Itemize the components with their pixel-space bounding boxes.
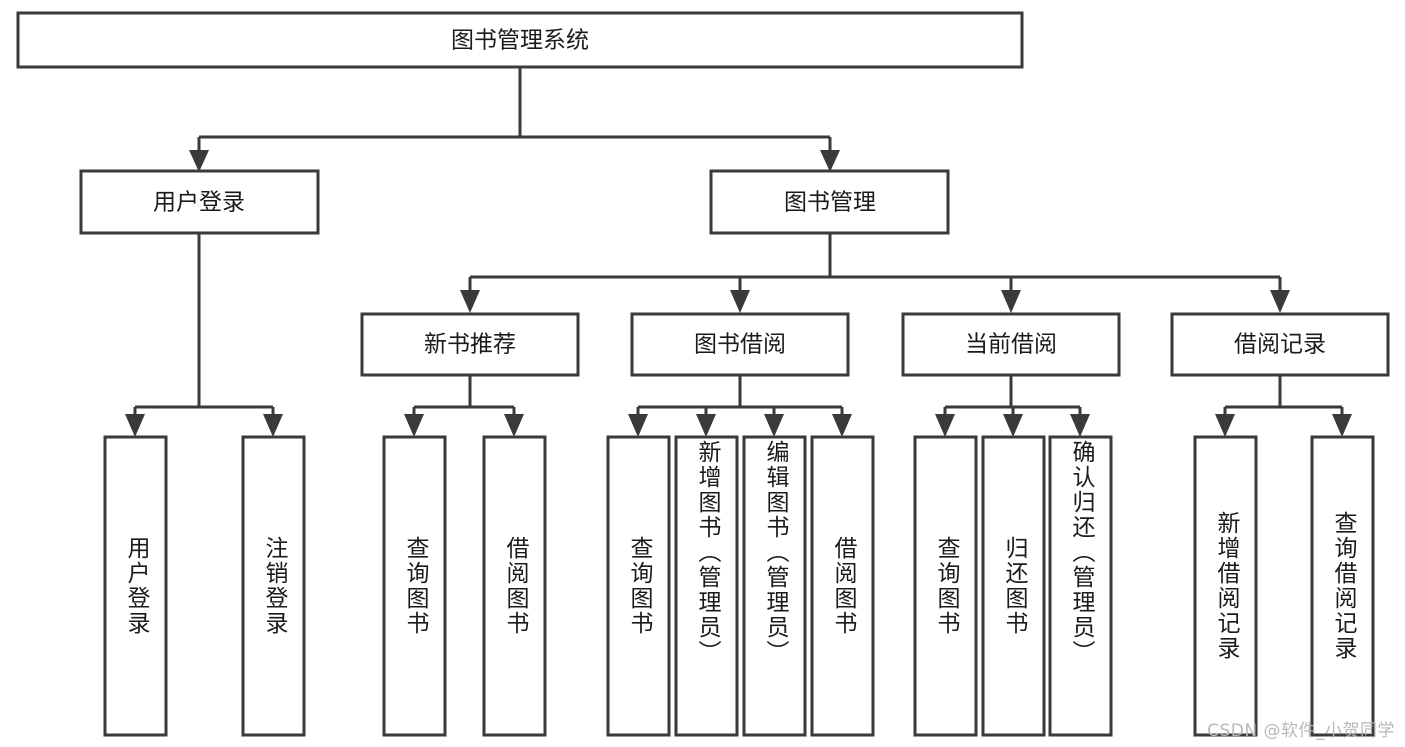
arrow-head-bb-leaf-1 — [696, 414, 716, 437]
connector-group-root — [189, 67, 840, 172]
node-book-borrow[interactable]: 图书借阅 — [630, 312, 850, 377]
leaf-label-br-1: 查询借阅记录 — [1330, 511, 1356, 661]
leaf-node-book-borrow-2[interactable] — [742, 435, 807, 737]
leaf-box-bb-0[interactable] — [606, 435, 671, 737]
node-root-box[interactable] — [16, 11, 1024, 69]
arrow-head-br-leaf-1 — [1332, 414, 1352, 437]
leaf-node-new-book-recommend-0[interactable] — [382, 435, 447, 737]
arrow-head-l2-2 — [1001, 290, 1021, 313]
leaf-box-user-login-1[interactable] — [241, 435, 306, 737]
leaf-label-bb-1: 新增图书（管理员） — [694, 440, 720, 665]
node-new-book-recommend-label: 新书推荐 — [424, 332, 516, 358]
node-new-book-recommend[interactable]: 新书推荐 — [360, 312, 580, 377]
node-new-book-recommend-box[interactable] — [360, 312, 580, 377]
arrow-head-l2-0 — [460, 290, 480, 313]
node-book-borrow-box[interactable] — [630, 312, 850, 377]
arrow-head-ul-leaf-0 — [125, 414, 145, 437]
node-borrow-record-label: 借阅记录 — [1234, 332, 1326, 358]
leaf-label-bb-0: 查询图书 — [626, 536, 652, 636]
node-current-borrow-label: 当前借阅 — [965, 332, 1057, 358]
arrow-head-l2-3 — [1270, 290, 1290, 313]
arrow-head-cb-leaf-2 — [1070, 414, 1090, 437]
node-current-borrow-box[interactable] — [901, 312, 1121, 377]
leaf-box-nbr-1[interactable] — [482, 435, 547, 737]
leaf-label-cb-0: 查询图书 — [933, 536, 959, 636]
connector-group-book-borrow — [628, 375, 852, 437]
node-borrow-record-box[interactable] — [1170, 312, 1390, 377]
node-root-label: 图书管理系统 — [451, 28, 589, 54]
node-user-login-label: 用户登录 — [153, 190, 245, 216]
leaf-box-br-0[interactable] — [1193, 435, 1258, 737]
leaf-label-bb-3: 借阅图书 — [830, 536, 856, 636]
arrow-head-cb-leaf-0 — [935, 414, 955, 437]
leaf-box-cb-2[interactable] — [1048, 435, 1113, 737]
leaf-node-current-borrow-2[interactable] — [1048, 435, 1113, 737]
arrow-head-nbr-leaf-0 — [404, 414, 424, 437]
leaf-box-user-login-0[interactable] — [103, 435, 168, 737]
node-current-borrow[interactable]: 当前借阅 — [901, 312, 1121, 377]
node-root-book-management-system[interactable]: 图书管理系统 — [16, 11, 1024, 69]
leaf-node-user-login-1[interactable] — [241, 435, 306, 737]
arrow-head-bb-leaf-2 — [764, 414, 784, 437]
node-book-borrow-label: 图书借阅 — [694, 332, 786, 358]
leaf-node-user-login-0[interactable] — [103, 435, 168, 737]
arrow-head-l2-1 — [730, 290, 750, 313]
node-book-management-label: 图书管理 — [784, 190, 876, 216]
leaf-box-bb-3[interactable] — [810, 435, 875, 737]
arrow-head-cb-leaf-1 — [1003, 414, 1023, 437]
leaf-label-bb-2: 编辑图书（管理员） — [762, 440, 788, 665]
leaf-box-bb-1[interactable] — [674, 435, 739, 737]
leaf-label-nbr-0: 查询图书 — [402, 536, 428, 636]
leaf-label-nbr-1: 借阅图书 — [502, 536, 528, 636]
leaf-node-borrow-record-0[interactable] — [1193, 435, 1258, 737]
leaf-label-cb-1: 归还图书 — [1001, 536, 1027, 636]
leaf-box-bb-2[interactable] — [742, 435, 807, 737]
leaf-box-nbr-0[interactable] — [382, 435, 447, 737]
leaf-node-current-borrow-1[interactable] — [981, 435, 1046, 737]
leaf-node-new-book-recommend-1[interactable] — [482, 435, 547, 737]
leaf-box-cb-1[interactable] — [981, 435, 1046, 737]
arrow-head-ul-leaf-1 — [263, 414, 283, 437]
leaf-box-cb-0[interactable] — [913, 435, 978, 737]
leaf-label-cb-2: 确认归还（管理员） — [1068, 440, 1094, 665]
leaf-node-current-borrow-0[interactable] — [913, 435, 978, 737]
arrow-head-bb-leaf-0 — [628, 414, 648, 437]
leaf-box-br-1[interactable] — [1310, 435, 1375, 737]
csdn-watermark: CSDN @软件_小贺同学 — [1207, 721, 1395, 741]
leaf-label-br-0: 新增借阅记录 — [1213, 511, 1239, 661]
node-book-management-box[interactable] — [709, 169, 950, 235]
leaf-label-user-login-0: 用户登录 — [123, 536, 149, 636]
connector-group-user-login — [125, 233, 283, 437]
connector-group-new-book-recommend — [404, 375, 524, 437]
connector-group-borrow-record — [1215, 375, 1352, 437]
leaf-node-book-borrow-1[interactable] — [674, 435, 739, 737]
node-borrow-record[interactable]: 借阅记录 — [1170, 312, 1390, 377]
leaf-node-book-borrow-0[interactable] — [606, 435, 671, 737]
node-user-login[interactable]: 用户登录 — [79, 169, 320, 235]
arrow-head-br-leaf-0 — [1215, 414, 1235, 437]
arrow-head-book-mgmt — [820, 150, 840, 172]
leaf-label-user-login-1: 注销登录 — [261, 536, 287, 636]
connector-group-current-borrow — [935, 375, 1090, 437]
node-user-login-box[interactable] — [79, 169, 320, 235]
arrow-head-nbr-leaf-1 — [504, 414, 524, 437]
connector-group-book-mgmt — [460, 233, 1290, 313]
arrow-head-user-login — [189, 150, 209, 172]
node-book-management[interactable]: 图书管理 — [709, 169, 950, 235]
leaf-node-borrow-record-1[interactable] — [1310, 435, 1375, 737]
leaf-node-book-borrow-3[interactable] — [810, 435, 875, 737]
arrow-head-bb-leaf-3 — [832, 414, 852, 437]
